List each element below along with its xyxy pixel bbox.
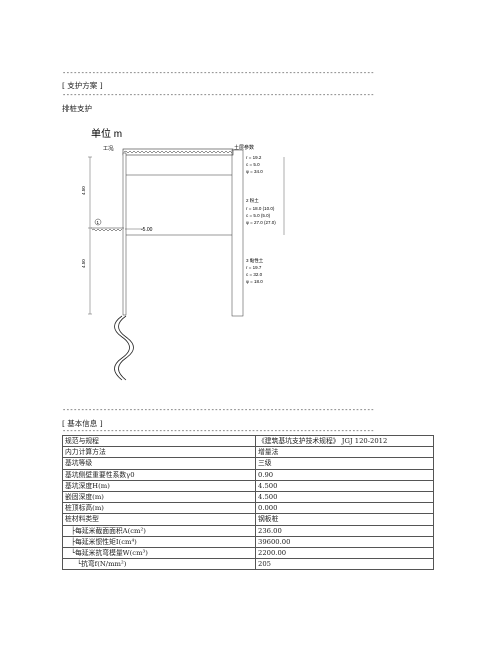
divider-top: ----------------------------------------… <box>62 70 374 77</box>
table-row: 基坑等级三级 <box>62 457 434 470</box>
layer1-phi: φ = 34.0 <box>246 169 263 174</box>
table-row: └抗弯f(N/mm²)205 <box>62 558 434 571</box>
surface-band <box>122 148 234 156</box>
row-key: 基坑深度H(m) <box>62 479 256 492</box>
section-title-basic: [ 基本信息 ] <box>62 419 103 428</box>
ground-label: 工况 <box>103 146 113 152</box>
svg-text:1: 1 <box>97 220 100 225</box>
dimension-upper: 4.50 <box>81 186 86 195</box>
row-key: └每延米抗弯模量W(cm³) <box>62 546 256 560</box>
table-row: 嵌固深度(m)4.500 <box>62 490 434 504</box>
layer2-title: 2 粉土 <box>246 197 259 204</box>
dimension-lower: 4.50 <box>81 259 86 268</box>
row-key: 桩顶标高(m) <box>62 502 256 515</box>
table-row: ├每延米惯性矩I(cm⁴)39600.00 <box>62 535 434 548</box>
table-row: 规范与规程《建筑基坑支护技术规程》 JGJ 120-2012 <box>62 434 434 448</box>
row-value: 205 <box>255 558 434 571</box>
soil-column <box>231 149 244 317</box>
layer1-r: r = 19.2 <box>246 155 262 160</box>
table-row: ├每延米截面面积A(cm²)236.00 <box>62 524 434 537</box>
row-value: 增量法 <box>255 446 434 459</box>
row-key: 基坑等级 <box>62 457 256 470</box>
row-value: 2200.00 <box>255 546 434 560</box>
row-value: 236.00 <box>255 524 434 537</box>
table-row: 基坑深度H(m)4.500 <box>62 479 434 492</box>
divider: ----------------------------------------… <box>62 92 374 99</box>
sheet-pile <box>122 152 127 316</box>
row-value: 4.500 <box>255 479 434 492</box>
table-row: 内力计算方法增量法 <box>62 446 434 459</box>
row-key: └抗弯f(N/mm²) <box>62 558 256 571</box>
soil-title: 土层参数 <box>234 144 254 151</box>
row-key: 内力计算方法 <box>62 446 256 459</box>
layer2-c: c = 5.0 (5.0) <box>246 213 271 218</box>
table-row: 桩材料类型钢板桩 <box>62 513 434 526</box>
sheet-pile-profile <box>114 315 130 381</box>
layer2-r: r = 18.0 (10.0) <box>246 206 275 211</box>
layer3-phi: φ = 18.0 <box>246 279 263 284</box>
row-key: 规范与规程 <box>62 434 256 448</box>
row-key: 基坑侧壁重要性系数γ0 <box>62 468 256 481</box>
table-row: └每延米抗弯模量W(cm³)2200.00 <box>62 546 434 560</box>
layer3-r: r = 19.7 <box>246 265 262 270</box>
divider: ----------------------------------------… <box>62 407 374 414</box>
row-key: 桩材料类型 <box>62 513 256 526</box>
row-value: 0.90 <box>255 468 434 481</box>
row-value: 4.500 <box>255 490 434 504</box>
row-key: 嵌固深度(m) <box>62 490 256 504</box>
support-caption: 排桩支护 <box>62 104 92 113</box>
layer3-title: 3 黏性土 <box>246 257 264 264</box>
row-value: 0.000 <box>255 502 434 515</box>
layer1-c: c = 5.0 <box>246 162 260 167</box>
layer3-c: c = 32.0 <box>246 272 263 277</box>
row-value: 39600.00 <box>255 535 434 548</box>
row-value: 钢板桩 <box>255 513 434 526</box>
layer2-phi: φ = 27.0 (27.0) <box>246 220 276 225</box>
row-key: ├每延米惯性矩I(cm⁴) <box>62 535 256 548</box>
table-row: 桩顶标高(m)0.000 <box>62 502 434 515</box>
section-title-support: [ 支护方案 ] <box>62 81 103 90</box>
row-value: 《建筑基坑支护技术规程》 JGJ 120-2012 <box>255 434 434 448</box>
row-key: ├每延米截面面积A(cm²) <box>62 524 256 537</box>
unit-label: 单位 m <box>91 127 122 140</box>
divider: ----------------------------------------… <box>62 428 374 435</box>
anchor-marker <box>94 218 102 226</box>
depth-label: -5.00 <box>141 227 153 233</box>
row-value: 三级 <box>255 457 434 470</box>
